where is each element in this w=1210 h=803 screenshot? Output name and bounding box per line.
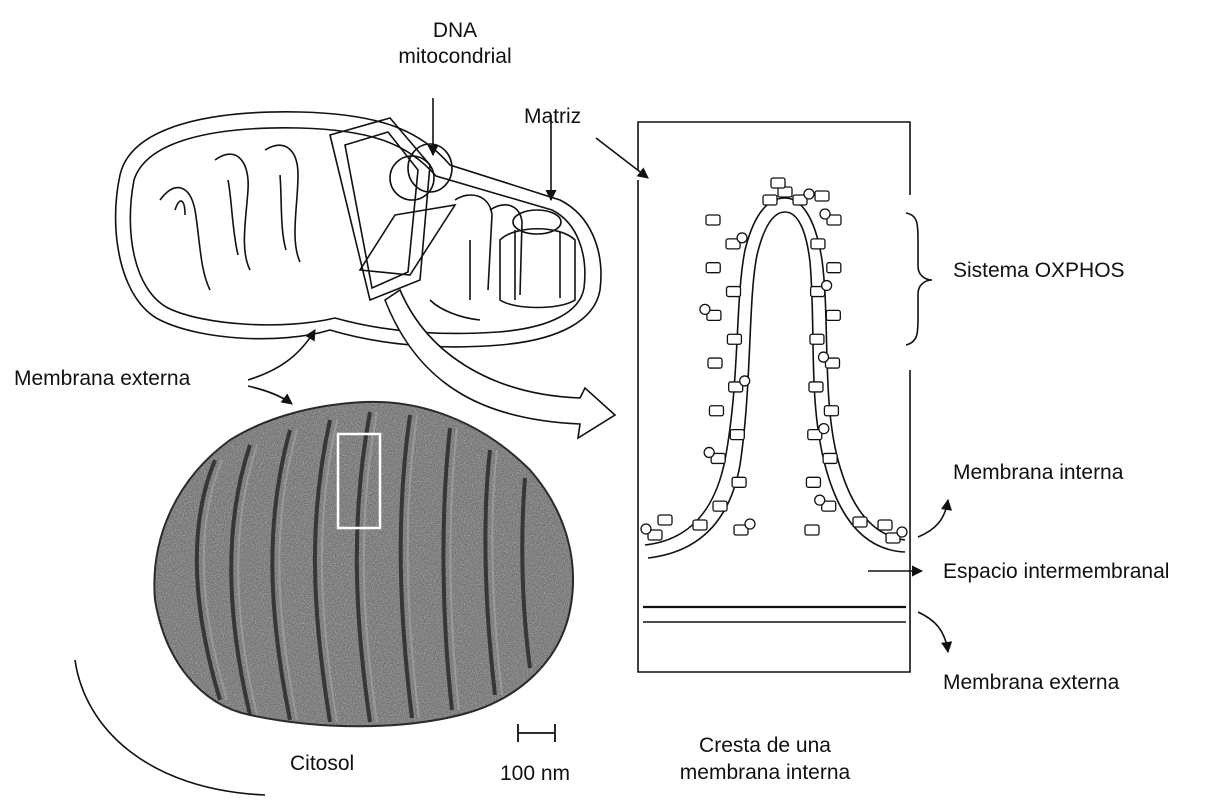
cresta-label-line1: Cresta de una xyxy=(650,733,880,759)
oxphos-complex xyxy=(771,178,785,188)
oxphos-complex xyxy=(713,501,727,511)
scale-bar xyxy=(518,724,555,742)
atp-synthase-head xyxy=(820,209,830,219)
scale-bar-label: 100 nm xyxy=(500,761,570,787)
oxphos-complex xyxy=(693,520,707,530)
electron-micrograph xyxy=(140,390,590,740)
oxphos-complex xyxy=(730,430,744,440)
atp-synthase-head xyxy=(641,524,651,534)
atp-synthase-head xyxy=(737,233,747,243)
oxphos-complex xyxy=(824,406,838,416)
dna-label-line1: DNA xyxy=(380,18,530,44)
atp-synthase-head xyxy=(822,281,832,291)
membrana-interna-label: Membrana interna xyxy=(953,460,1123,486)
mitochondrion-illustration xyxy=(116,112,601,347)
atp-synthase-head xyxy=(804,189,814,199)
oxphos-complex xyxy=(878,520,892,530)
atp-synthase-head xyxy=(745,519,755,529)
sistema-oxphos-label: Sistema OXPHOS xyxy=(953,258,1125,284)
oxphos-particles xyxy=(641,178,907,543)
oxphos-complex xyxy=(809,382,823,392)
atp-synthase-head xyxy=(818,352,828,362)
oxphos-complex xyxy=(853,517,867,527)
oxphos-complex xyxy=(806,477,820,487)
oxphos-complex xyxy=(763,195,777,205)
espacio-intermembranal-label: Espacio intermembranal xyxy=(943,559,1169,585)
oxphos-complex xyxy=(706,215,720,225)
oxphos-complex xyxy=(826,310,840,320)
oxphos-complex xyxy=(727,287,741,297)
oxphos-complex xyxy=(810,334,824,344)
matriz-label: Matriz xyxy=(524,104,581,130)
oxphos-complex xyxy=(706,263,720,273)
oxphos-complex xyxy=(708,358,722,368)
membrana-externa-left-label: Membrana externa xyxy=(14,366,190,392)
oxphos-complex xyxy=(811,239,825,249)
atp-synthase-head xyxy=(819,424,829,434)
atp-synthase-head xyxy=(740,376,750,386)
oxphos-complex xyxy=(805,525,819,535)
oxphos-complex xyxy=(823,453,837,463)
atp-synthase-head xyxy=(700,304,710,314)
cresta-label-line2: membrana interna xyxy=(650,760,880,786)
oxphos-complex xyxy=(709,406,723,416)
oxphos-complex xyxy=(727,334,741,344)
dna-label-line2: mitocondrial xyxy=(370,44,540,70)
oxphos-complex xyxy=(815,191,829,201)
citosol-label: Citosol xyxy=(290,751,354,777)
oxphos-complex xyxy=(827,263,841,273)
atp-synthase-head xyxy=(815,495,825,505)
oxphos-complex xyxy=(732,477,746,487)
atp-synthase-head xyxy=(897,527,907,537)
oxphos-complex xyxy=(658,515,672,525)
atp-synthase-head xyxy=(704,447,714,457)
membrana-externa-right-label: Membrana externa xyxy=(943,670,1119,696)
